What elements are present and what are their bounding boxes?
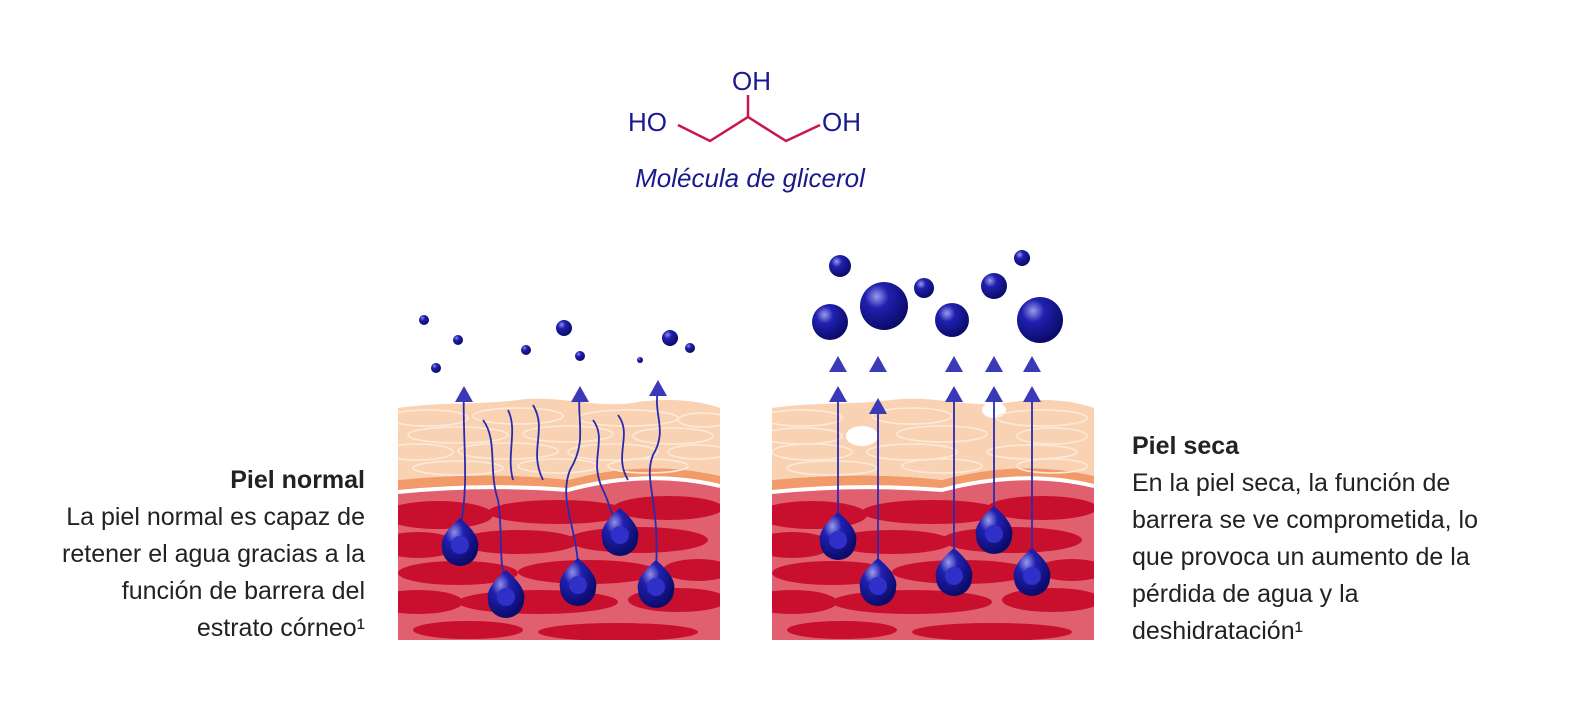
stratum-corneum: [772, 398, 1094, 480]
normal-line-2: retener el agua gracias a la: [62, 540, 365, 568]
dermis-cells: [398, 496, 720, 640]
dry-line-5: deshidratación¹: [1132, 617, 1303, 645]
dry-skin-description: Piel seca En la piel seca, la función de…: [1132, 428, 1552, 650]
dry-skin-illustration: [772, 250, 1094, 640]
normal-line-1: La piel normal es capaz de: [66, 503, 365, 531]
oh-right-label: OH: [822, 107, 861, 137]
evaporation-arrows: [455, 380, 667, 402]
ho-left-label: HO: [628, 107, 667, 137]
basement-white-line: [398, 476, 720, 494]
glycerol-bonds: [677, 115, 821, 143]
normal-skin-description: Piel normal La piel normal es capaz de r…: [20, 462, 365, 647]
normal-skin-illustration: [398, 315, 720, 640]
normal-line-3: función de barrera del: [121, 577, 365, 605]
corneocyte-outlines: [772, 407, 1088, 476]
droplet-cores: [829, 525, 1041, 595]
dry-line-3: que provoca un aumento de la: [1132, 543, 1470, 571]
dry-skin-title: Piel seca: [1132, 432, 1240, 460]
dry-line-1: En la piel seca, la función de: [1132, 469, 1451, 497]
corneocyte-outlines: [398, 407, 720, 476]
oh-top-label: OH: [732, 66, 771, 96]
normal-skin-title: Piel normal: [230, 466, 365, 494]
large-water-drops: [812, 250, 1063, 343]
small-water-particles: [419, 315, 695, 373]
glycerol-molecule: OH HO OH: [628, 66, 861, 143]
dry-line-2: barrera se ve comprometida, lo: [1132, 506, 1478, 534]
normal-line-4: estrato córneo¹: [196, 614, 365, 642]
basement-white-line: [772, 476, 1094, 494]
dermis-cells: [772, 496, 1094, 640]
droplet-cores: [451, 526, 665, 606]
escape-arrows: [829, 356, 1041, 414]
molecule-caption: Molécula de glicerol: [635, 163, 865, 193]
water-paths: [459, 389, 661, 586]
dry-line-4: pérdida de agua y la: [1132, 580, 1359, 608]
